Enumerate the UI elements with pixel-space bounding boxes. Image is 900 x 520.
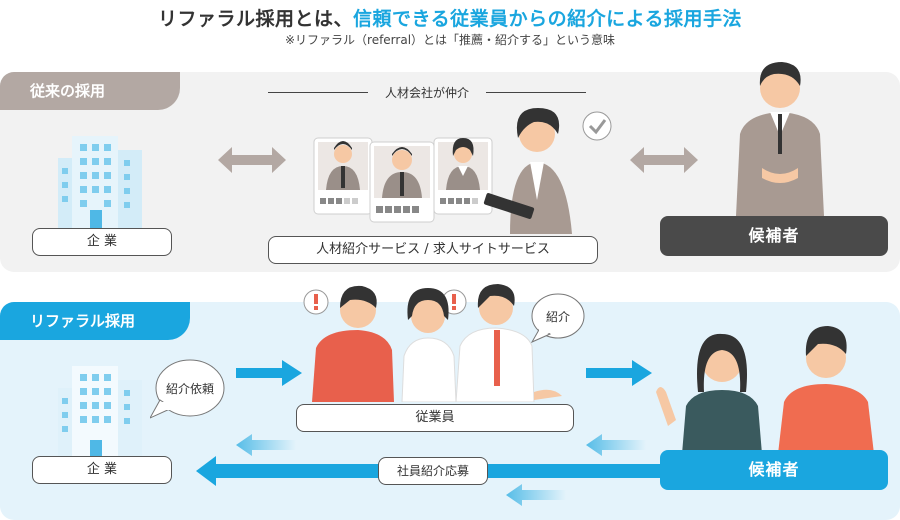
double-arrow-icon-right xyxy=(630,147,698,173)
title-prefix: リファラル採用とは、 xyxy=(157,8,353,30)
referral-tag: リファラル採用 xyxy=(0,302,190,340)
request-bubble-text: 紹介依頼 xyxy=(166,381,214,396)
agency-caption: 人材会社が仲介 xyxy=(268,84,586,101)
intro-bubble-text: 紹介 xyxy=(546,310,570,324)
double-arrow-icon-left xyxy=(218,147,286,173)
candidate-box-referral: 候補者 xyxy=(660,450,888,490)
employees-illustration: 紹介 xyxy=(303,284,585,402)
candidates-illustration xyxy=(656,326,874,454)
profile-cards-illustration xyxy=(313,108,612,234)
traditional-tag: 従来の採用 xyxy=(0,72,180,110)
agency-caption-text: 人材会社が仲介 xyxy=(384,86,469,100)
arrow-right-icon-1 xyxy=(236,360,302,386)
company-label-referral: 企 業 xyxy=(32,456,172,484)
arrow-right-icon-2 xyxy=(586,360,652,386)
building-icon xyxy=(58,136,142,228)
page-title: リファラル採用とは、信頼できる従業員からの紹介による採用手法 xyxy=(0,4,900,31)
service-label: 人材紹介サービス / 求人サイトサービス xyxy=(268,236,598,264)
faded-arrow-left-icon-1 xyxy=(236,434,296,456)
candidate-box-traditional: 候補者 xyxy=(660,216,888,256)
page-subtitle: ※リファラル（referral）とは「推薦・紹介する」という意味 xyxy=(284,33,616,47)
application-label: 社員紹介応募 xyxy=(378,457,488,485)
building-icon-referral xyxy=(58,366,142,458)
faded-arrow-left-icon-2 xyxy=(586,434,646,456)
company-label-traditional: 企 業 xyxy=(32,228,172,256)
faded-arrow-left-icon-3 xyxy=(506,484,566,506)
title-accent: 信頼できる従業員からの紹介による採用手法 xyxy=(352,8,743,30)
request-speech-bubble: 紹介依頼 xyxy=(150,359,225,419)
employee-label: 従業員 xyxy=(296,404,574,432)
candidate-man-illustration xyxy=(736,62,824,216)
